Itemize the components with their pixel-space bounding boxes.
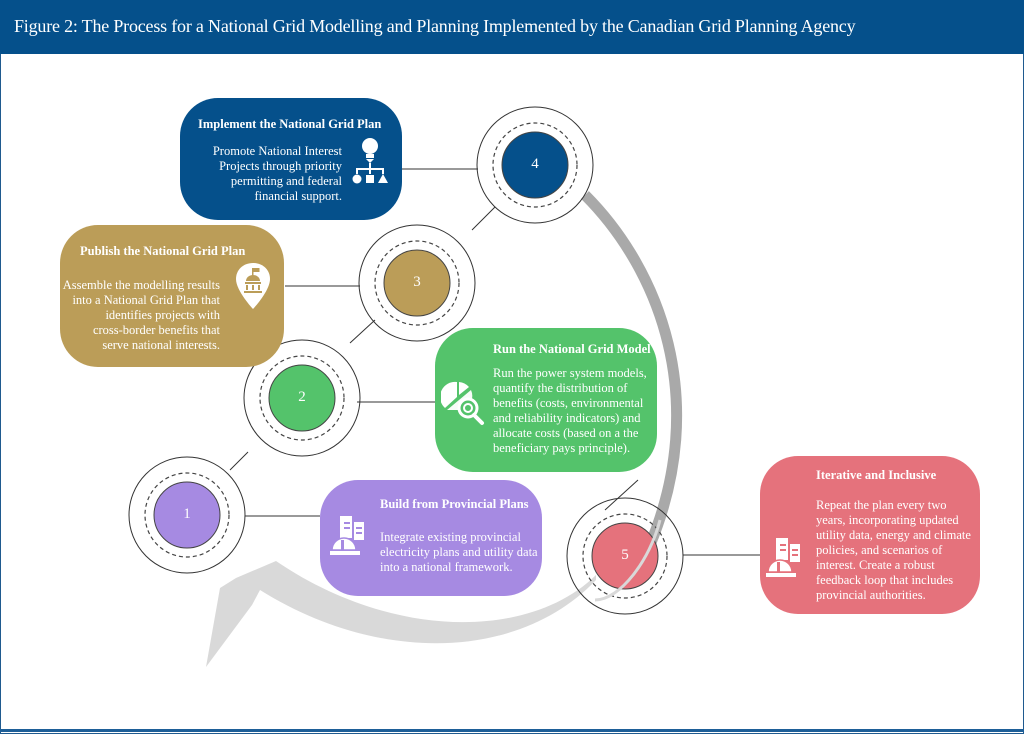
card-body-line: electricity plans and utility data — [380, 545, 538, 559]
card-title: Run the National Grid Model — [493, 342, 651, 356]
connector-lines — [229, 168, 760, 556]
step-circle-3[interactable] — [358, 224, 476, 342]
step-circle-2[interactable] — [243, 339, 361, 457]
step-number-3: 3 — [413, 274, 421, 290]
card-body-line: policies, and scenarios of — [816, 543, 943, 557]
figure-title: Figure 2: The Process for a National Gri… — [14, 16, 856, 36]
card-title: Iterative and Inclusive — [816, 468, 937, 482]
step-card-iterative: Iterative and Inclusive Repeat the plan … — [760, 456, 980, 614]
step-number-5: 5 — [621, 547, 629, 563]
card-body-line: Projects through priority — [219, 159, 342, 173]
card-body-line: benefits (costs, environmental — [493, 396, 644, 410]
bottom-border — [0, 729, 1024, 732]
card-body-line: cross-border benefits that — [92, 323, 220, 337]
card-body: Promote National Interest Projects throu… — [172, 144, 342, 204]
step-circle-5[interactable] — [566, 497, 684, 615]
construction-icon — [766, 538, 800, 577]
card-body-line: serve national interests. — [102, 338, 220, 352]
step-circle-1[interactable] — [128, 456, 246, 574]
step-card-build: Build from Provincial Plans Integrate ex… — [320, 480, 542, 596]
card-body-line: allocate costs (based on a the — [493, 426, 639, 440]
card-body-line: into a National Grid Plan that — [72, 293, 220, 307]
step-card-publish: Publish the National Grid Plan Assemble … — [60, 225, 284, 367]
card-body-line: and reliability indicators) and — [493, 411, 641, 425]
card-body-line: provincial authorities. — [816, 588, 926, 602]
card-body-line: Repeat the plan every two — [816, 498, 947, 512]
card-body: Repeat the plan every two years, incorpo… — [816, 498, 981, 603]
progress-arc — [581, 191, 682, 548]
step-card-run: Run the National Grid Model Run the powe… — [435, 328, 657, 472]
card-title: Build from Provincial Plans — [380, 497, 529, 511]
card-body-line: beneficiary pays principle). — [493, 441, 631, 455]
card-body-line: quantify the distribution of — [493, 381, 628, 395]
step-circle-4[interactable] — [476, 106, 594, 224]
card-title: Implement the National Grid Plan — [198, 117, 382, 131]
card-body: Assemble the modelling results into a Na… — [30, 278, 220, 353]
figure-header: Figure 2: The Process for a National Gri… — [0, 0, 1024, 54]
arc-overlay — [594, 519, 662, 602]
return-arrow — [206, 561, 596, 667]
card-body-line: Assemble the modelling results — [62, 278, 220, 292]
card-title: Publish the National Grid Plan — [80, 244, 246, 258]
step-number-4: 4 — [531, 156, 539, 172]
card-body-line: permitting and federal — [230, 174, 342, 188]
card-body-line: Run the power system models, — [493, 366, 647, 380]
step-number-2: 2 — [298, 389, 306, 405]
step-card-implement: Implement the National Grid Plan Promote… — [180, 98, 402, 220]
card-body: Integrate existing provincial electricit… — [380, 530, 550, 575]
card-body-line: utility data, energy and climate — [816, 528, 971, 542]
card-body-line: feedback loop that includes — [816, 573, 954, 587]
card-body-line: years, incorporating updated — [816, 513, 959, 527]
idea-hierarchy-icon — [352, 138, 388, 184]
government-location-icon — [236, 263, 270, 309]
card-body-line: Integrate existing provincial — [380, 530, 521, 544]
card-body-line: financial support. — [254, 189, 342, 203]
step-number-1: 1 — [183, 506, 191, 522]
card-body-line: Promote National Interest — [212, 144, 342, 158]
card-body: Run the power system models, quantify th… — [493, 366, 663, 456]
card-body-line: identifies projects with — [105, 308, 220, 322]
card-body-line: into a national framework. — [380, 560, 513, 574]
card-body-line: interest. Create a robust — [816, 558, 935, 572]
construction-icon — [330, 516, 364, 555]
pie-chart-search-icon — [441, 381, 484, 425]
